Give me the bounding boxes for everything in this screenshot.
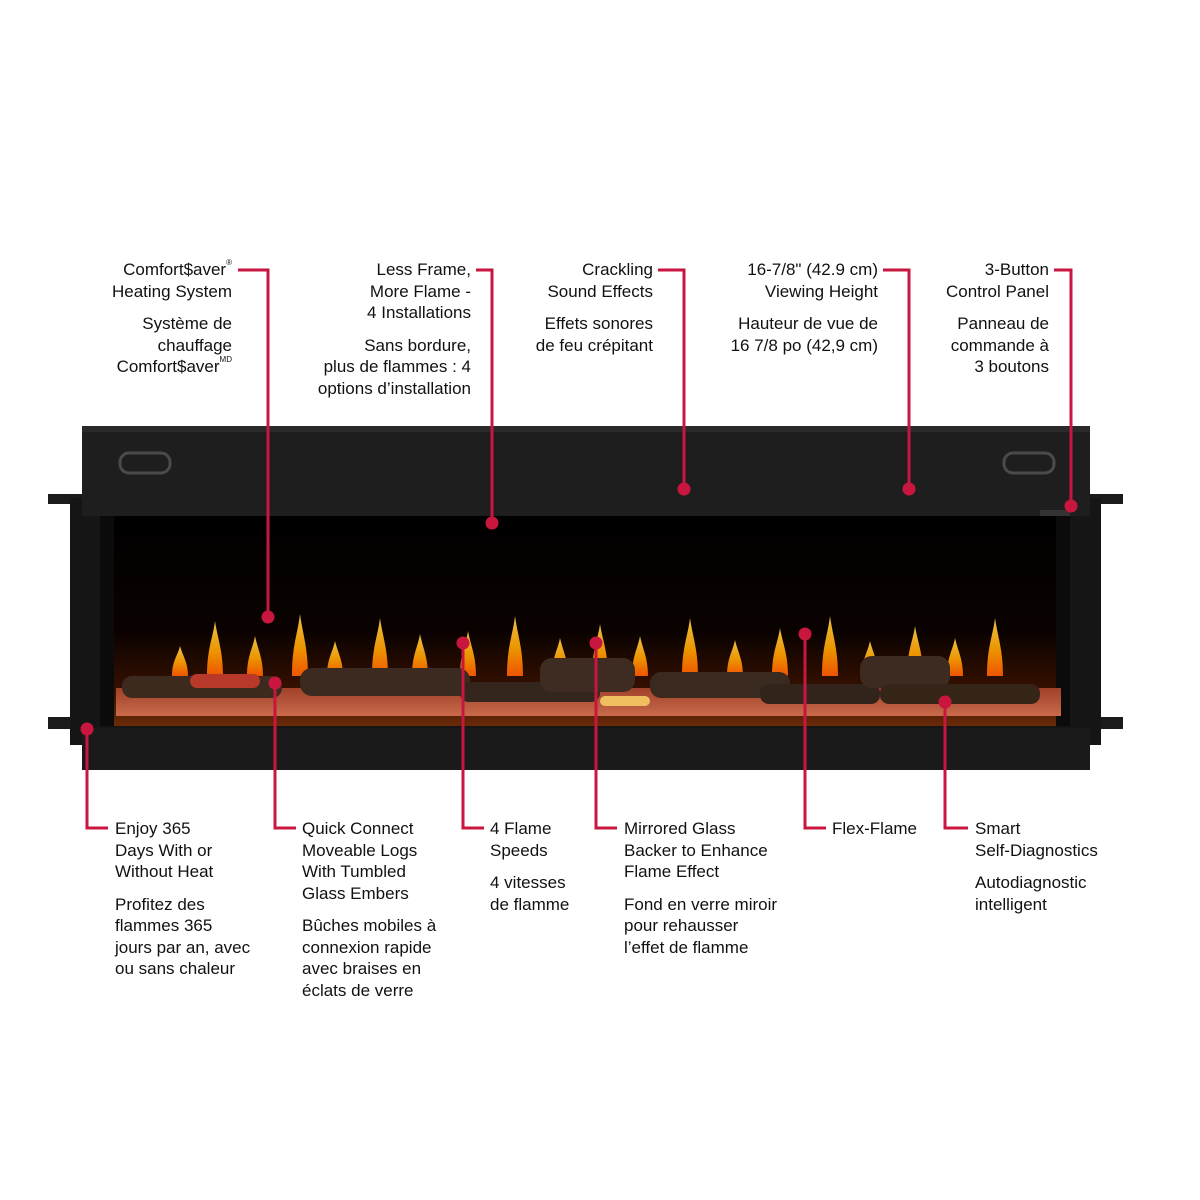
callout-quick-connect-en: Quick Connect Moveable Logs With Tumbled… xyxy=(302,819,418,903)
flame xyxy=(772,628,788,676)
callout-comfortsaver-en: Comfort$aver®Heating System xyxy=(112,258,232,301)
callout-viewing-height-fr: Hauteur de vue de 16 7/8 po (42,9 cm) xyxy=(730,314,878,355)
callout-self-diagnostics-fr: Autodiagnostic intelligent xyxy=(975,873,1087,914)
left-handle xyxy=(118,451,172,475)
callout-less-frame-en: Less Frame, More Flame - 4 Installations xyxy=(367,260,471,322)
flame xyxy=(372,618,388,676)
callout-crackling-fr: Effets sonores de feu crépitant xyxy=(535,314,653,355)
flame xyxy=(172,646,188,676)
callout-control-panel-fr: Panneau de commande à 3 boutons xyxy=(950,314,1049,376)
flame xyxy=(247,636,263,676)
callout-less-frame-fr: Sans bordure, plus de flammes : 4 option… xyxy=(317,335,471,398)
flame xyxy=(822,616,838,676)
leader-viewing-height xyxy=(883,268,911,489)
dot-comfortsaver xyxy=(261,610,275,624)
callout-flame-speeds-fr: 4 vitesses de flamme xyxy=(490,873,570,914)
leader-mirrored-glass xyxy=(594,643,617,830)
callout-viewing-height-en: 16-7/8" (42.9 cm) Viewing Height xyxy=(747,260,878,301)
flame xyxy=(412,634,428,676)
flame xyxy=(292,614,308,676)
callout-viewing-height: 16-7/8" (42.9 cm) Viewing Height Hauteur… xyxy=(731,259,878,356)
dot-less-frame xyxy=(485,516,499,530)
dot-flex-flame xyxy=(798,627,812,641)
callout-self-diagnostics: Smart Self-Diagnostics Autodiagnostic in… xyxy=(975,818,1098,915)
flame xyxy=(727,640,743,676)
callout-mirrored-glass-fr: Fond en verre miroir pour rehausser l’ef… xyxy=(624,894,778,957)
dot-enjoy-365 xyxy=(80,722,94,736)
callout-flex-flame-en: Flex-Flame xyxy=(832,819,918,838)
flame xyxy=(947,638,963,676)
dot-flame-speeds xyxy=(456,636,470,650)
callout-quick-connect: Quick Connect Moveable Logs With Tumbled… xyxy=(302,818,436,1001)
leader-enjoy-365 xyxy=(85,729,108,830)
callout-flame-speeds: 4 Flame Speeds 4 vitesses de flamme xyxy=(490,818,569,915)
leader-self-diagnostics xyxy=(943,702,968,830)
leader-less-frame xyxy=(476,268,494,523)
flame xyxy=(327,641,343,676)
callout-crackling: Crackling Sound Effects Effets sonores d… xyxy=(536,259,653,356)
callout-quick-connect-fr: Bûches mobiles à connexion rapide avec b… xyxy=(302,916,437,1000)
leader-flex-flame xyxy=(803,634,826,830)
callout-crackling-en: Crackling Sound Effects xyxy=(547,260,653,301)
right-handle xyxy=(1002,451,1056,475)
callout-mirrored-glass: Mirrored Glass Backer to Enhance Flame E… xyxy=(624,818,777,958)
leader-crackling xyxy=(658,268,686,489)
callout-mirrored-glass-en: Mirrored Glass Backer to Enhance Flame E… xyxy=(624,819,768,881)
callout-self-diagnostics-en: Smart Self-Diagnostics xyxy=(975,819,1098,860)
leader-comfortsaver xyxy=(238,268,270,617)
flame xyxy=(207,621,223,676)
dot-control-panel xyxy=(1064,499,1078,513)
dot-mirrored-glass xyxy=(589,636,603,650)
flame xyxy=(987,618,1003,676)
callout-dots xyxy=(80,482,1078,736)
callout-less-frame: Less Frame, More Flame - 4 Installations… xyxy=(318,259,471,399)
callout-flame-speeds-en: 4 Flame Speeds xyxy=(490,819,552,860)
callout-flex-flame: Flex-Flame xyxy=(832,818,917,840)
base-trim xyxy=(82,728,1090,770)
flame xyxy=(507,616,523,676)
flame xyxy=(682,618,698,676)
logs xyxy=(122,656,1040,706)
leader-quick-connect xyxy=(273,683,296,830)
dot-viewing-height xyxy=(902,482,916,496)
callout-enjoy-365: Enjoy 365 Days With or Without Heat Prof… xyxy=(115,818,250,980)
callout-control-panel-en: 3-Button Control Panel xyxy=(945,260,1049,301)
fireplace-unit xyxy=(48,426,1123,770)
flame xyxy=(632,636,648,676)
dot-crackling xyxy=(677,482,691,496)
callout-enjoy-365-fr: Profitez des flammes 365 jours par an, a… xyxy=(115,894,251,979)
dot-self-diagnostics xyxy=(938,695,952,709)
callout-enjoy-365-en: Enjoy 365 Days With or Without Heat xyxy=(115,819,214,881)
top-panel xyxy=(82,426,1090,516)
callout-control-panel: 3-Button Control Panel Panneau de comman… xyxy=(946,259,1049,378)
dot-quick-connect xyxy=(268,676,282,690)
control-panel-buttons xyxy=(1040,510,1070,516)
leader-flame-speeds xyxy=(461,643,484,830)
leader-lines xyxy=(85,268,1073,830)
leader-control-panel xyxy=(1054,268,1073,506)
